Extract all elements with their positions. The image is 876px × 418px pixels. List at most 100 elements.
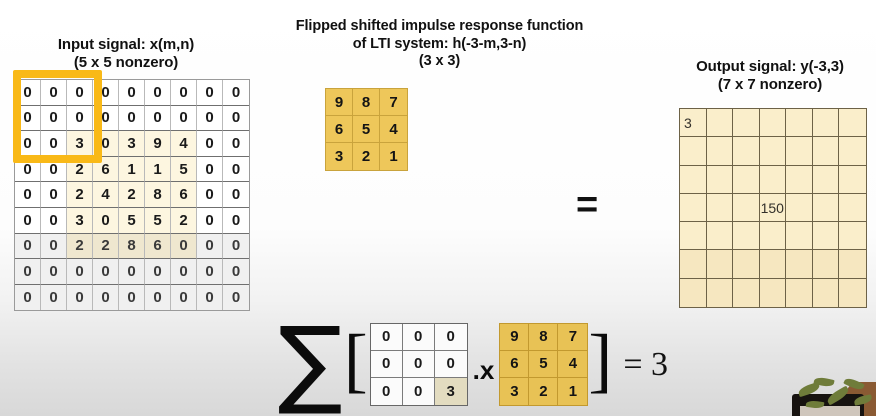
impulse-response-title: Flipped shifted impulse response functio… (262, 18, 617, 71)
matrix-cell: 7 (380, 89, 407, 116)
matrix-cell (733, 222, 760, 251)
matrix-cell: 0 (67, 105, 93, 132)
matrix-cell: 1 (119, 156, 145, 183)
matrix-cell (733, 250, 760, 279)
matrix-cell (786, 278, 813, 308)
plant-leaf-icon (797, 381, 821, 398)
webcam-dark-band (792, 394, 864, 416)
matrix-cell: 0 (171, 105, 197, 132)
matrix-cell: 0 (197, 284, 223, 311)
matrix-cell: 0 (197, 259, 223, 285)
matrix-cell: 0 (41, 131, 67, 157)
matrix-cell: 3 (680, 109, 707, 138)
matrix-cell: 9 (145, 131, 171, 157)
matrix-cell: 0 (145, 284, 171, 311)
matrix-cell (733, 109, 760, 138)
matrix-cell (759, 165, 786, 194)
bracket-open: [ (343, 320, 368, 401)
matrix-cell: 6 (145, 233, 171, 260)
webcam-overlay (760, 360, 876, 416)
matrix-cell: 1 (145, 156, 171, 183)
matrix-cell: 9 (500, 323, 530, 351)
selection-window-highlight (13, 70, 102, 163)
matrix-cell: 0 (67, 284, 93, 311)
matrix-cell: 0 (171, 233, 197, 260)
matrix-cell (680, 137, 707, 166)
matrix-cell (839, 222, 866, 251)
output-signal-title-line2: (7 x 7 nonzero) (717, 76, 823, 94)
matrix-cell: 2 (353, 143, 380, 170)
impulse-response-title-line3: (3 x 3) (418, 53, 461, 70)
matrix-cell: 0 (402, 377, 435, 405)
matrix-cell: 0 (41, 182, 67, 208)
matrix-cell: 0 (370, 350, 403, 378)
matrix-cell: 3 (500, 377, 530, 405)
matrix-cell: 2 (93, 233, 119, 260)
matrix-cell: 2 (67, 233, 93, 260)
matrix-cell (733, 137, 760, 166)
matrix-cell: 0 (197, 131, 223, 157)
matrix-cell: 0 (15, 284, 41, 311)
matrix-cell: 5 (171, 156, 197, 183)
matrix-cell: 0 (145, 259, 171, 285)
matrix-cell (839, 109, 866, 138)
matrix-cell (839, 250, 866, 279)
plant-leaf-icon (843, 376, 865, 392)
matrix-cell: 9 (326, 89, 353, 116)
elementwise-multiply-operator: .x (472, 354, 495, 385)
matrix-cell: 2 (119, 182, 145, 208)
matrix-cell (706, 250, 733, 279)
webcam-foreground-shape (846, 382, 876, 416)
matrix-cell (706, 109, 733, 138)
matrix-cell: 0 (197, 156, 223, 183)
matrix-cell (733, 193, 760, 223)
output-signal-matrix: 3 150 (679, 108, 867, 309)
matrix-cell: 0 (197, 207, 223, 234)
matrix-cell (839, 193, 866, 223)
matrix-cell: 1 (558, 377, 588, 405)
matrix-cell: 0 (171, 259, 197, 285)
matrix-cell: 3 (119, 131, 145, 157)
matrix-cell: 4 (558, 350, 588, 378)
matrix-cell: 8 (353, 89, 380, 116)
matrix-cell: 0 (223, 105, 249, 132)
matrix-cell: 7 (558, 323, 588, 351)
matrix-cell (733, 165, 760, 194)
matrix-cell: 0 (15, 182, 41, 208)
matrix-cell: 5 (529, 350, 559, 378)
matrix-cell (759, 250, 786, 279)
matrix-cell (706, 278, 733, 308)
matrix-cell: 3 (67, 207, 93, 234)
matrix-cell (680, 193, 707, 223)
matrix-cell: 0 (93, 259, 119, 285)
matrix-cell: 0 (223, 233, 249, 260)
webcam-light-shape (800, 406, 860, 416)
matrix-cell: 0 (145, 105, 171, 132)
matrix-cell: 0 (93, 284, 119, 311)
input-signal-title-line1: Input signal: x(m,n) (57, 36, 195, 53)
matrix-cell: 5 (145, 207, 171, 234)
matrix-cell: 0 (171, 80, 197, 106)
matrix-cell: 3 (434, 377, 467, 405)
matrix-cell: 8 (119, 233, 145, 260)
matrix-cell: 0 (67, 80, 93, 106)
matrix-cell: 0 (119, 259, 145, 285)
matrix-cell: 6 (326, 116, 353, 143)
matrix-cell: 0 (119, 80, 145, 106)
matrix-cell: 5 (119, 207, 145, 234)
matrix-cell (680, 165, 707, 194)
matrix-cell: 5 (353, 116, 380, 143)
output-signal-title-line1: Output signal: y(-3,3) (696, 58, 844, 75)
matrix-cell: 6 (500, 350, 530, 378)
matrix-cell: 0 (223, 259, 249, 285)
matrix-cell: 0 (223, 182, 249, 208)
matrix-cell: 0 (41, 80, 67, 106)
matrix-cell: 8 (145, 182, 171, 208)
matrix-cell (812, 109, 839, 138)
matrix-cell: 0 (119, 284, 145, 311)
matrix-cell: 0 (197, 105, 223, 132)
matrix-cell: 150 (759, 193, 786, 223)
matrix-cell: 0 (67, 259, 93, 285)
